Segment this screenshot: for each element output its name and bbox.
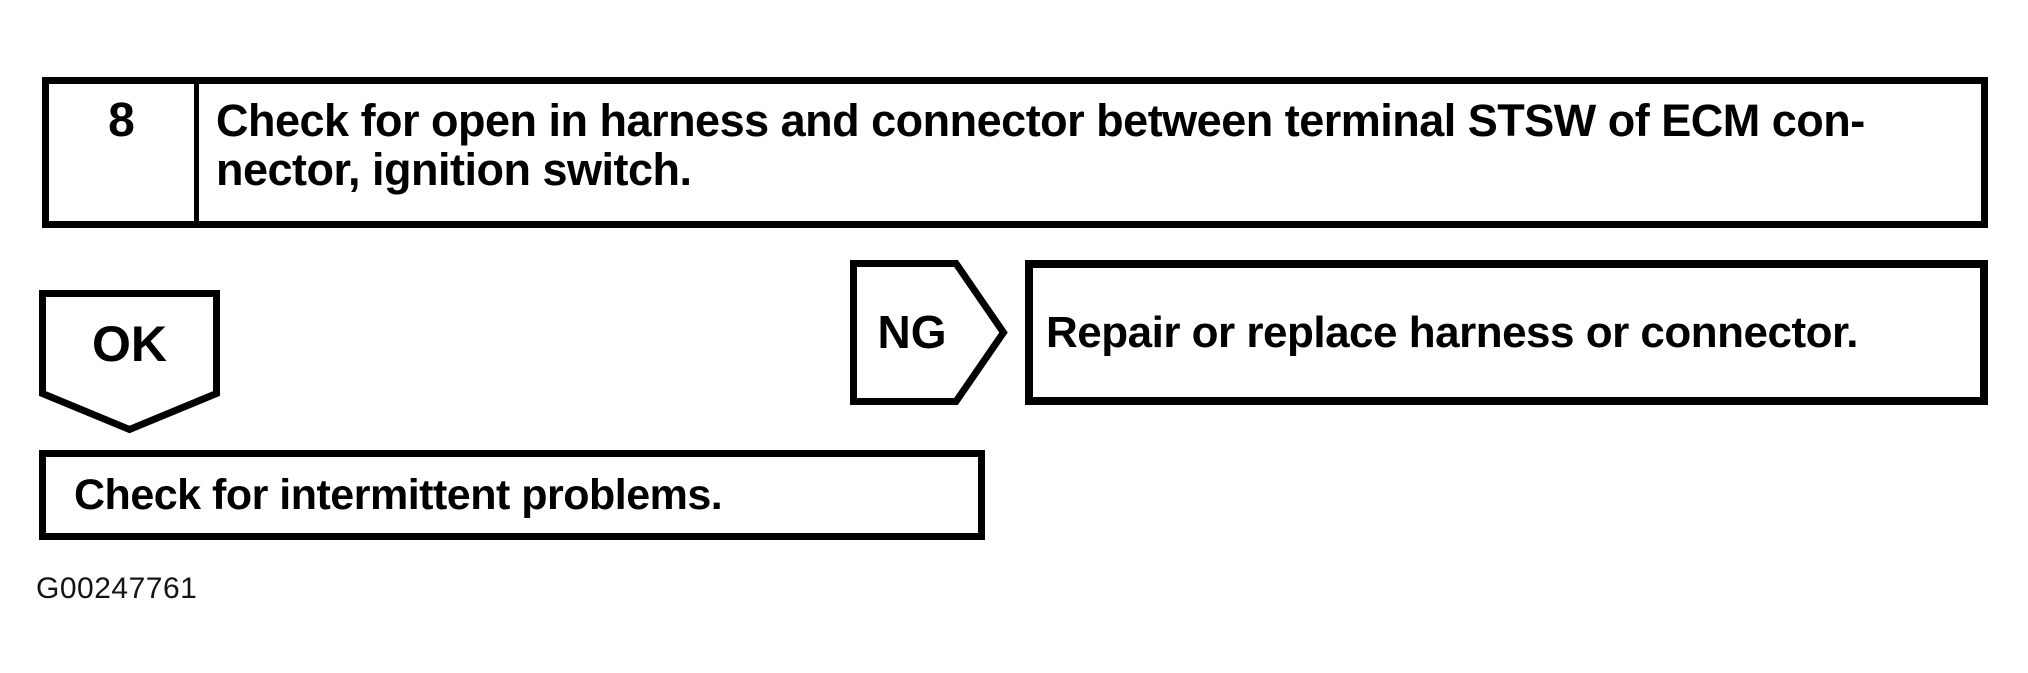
step-instruction-cell: Check for open in harness and connector … — [199, 84, 1981, 221]
step-number: 8 — [108, 94, 135, 147]
figure-id: G00247761 — [36, 572, 198, 605]
ng-result-box: Repair or replace harness or connector. — [1025, 260, 1988, 405]
ok-connector-shape — [39, 290, 220, 434]
ng-connector-label: NG — [877, 306, 947, 358]
ok-connector-label: OK — [92, 316, 167, 372]
ng-connector-shape — [850, 260, 1008, 405]
step-instruction-line2: nector, ignition switch. — [216, 144, 692, 195]
ok-result-box: Check for intermittent problems. — [39, 450, 985, 540]
step-8-row: 8 Check for open in harness and connecto… — [42, 77, 1988, 228]
step-number-cell: 8 — [49, 84, 199, 221]
ng-result-text: Repair or replace harness or connector. — [1046, 307, 1858, 357]
ok-result-text: Check for intermittent problems. — [74, 470, 723, 519]
step-instruction-line1: Check for open in harness and connector … — [216, 95, 1865, 146]
